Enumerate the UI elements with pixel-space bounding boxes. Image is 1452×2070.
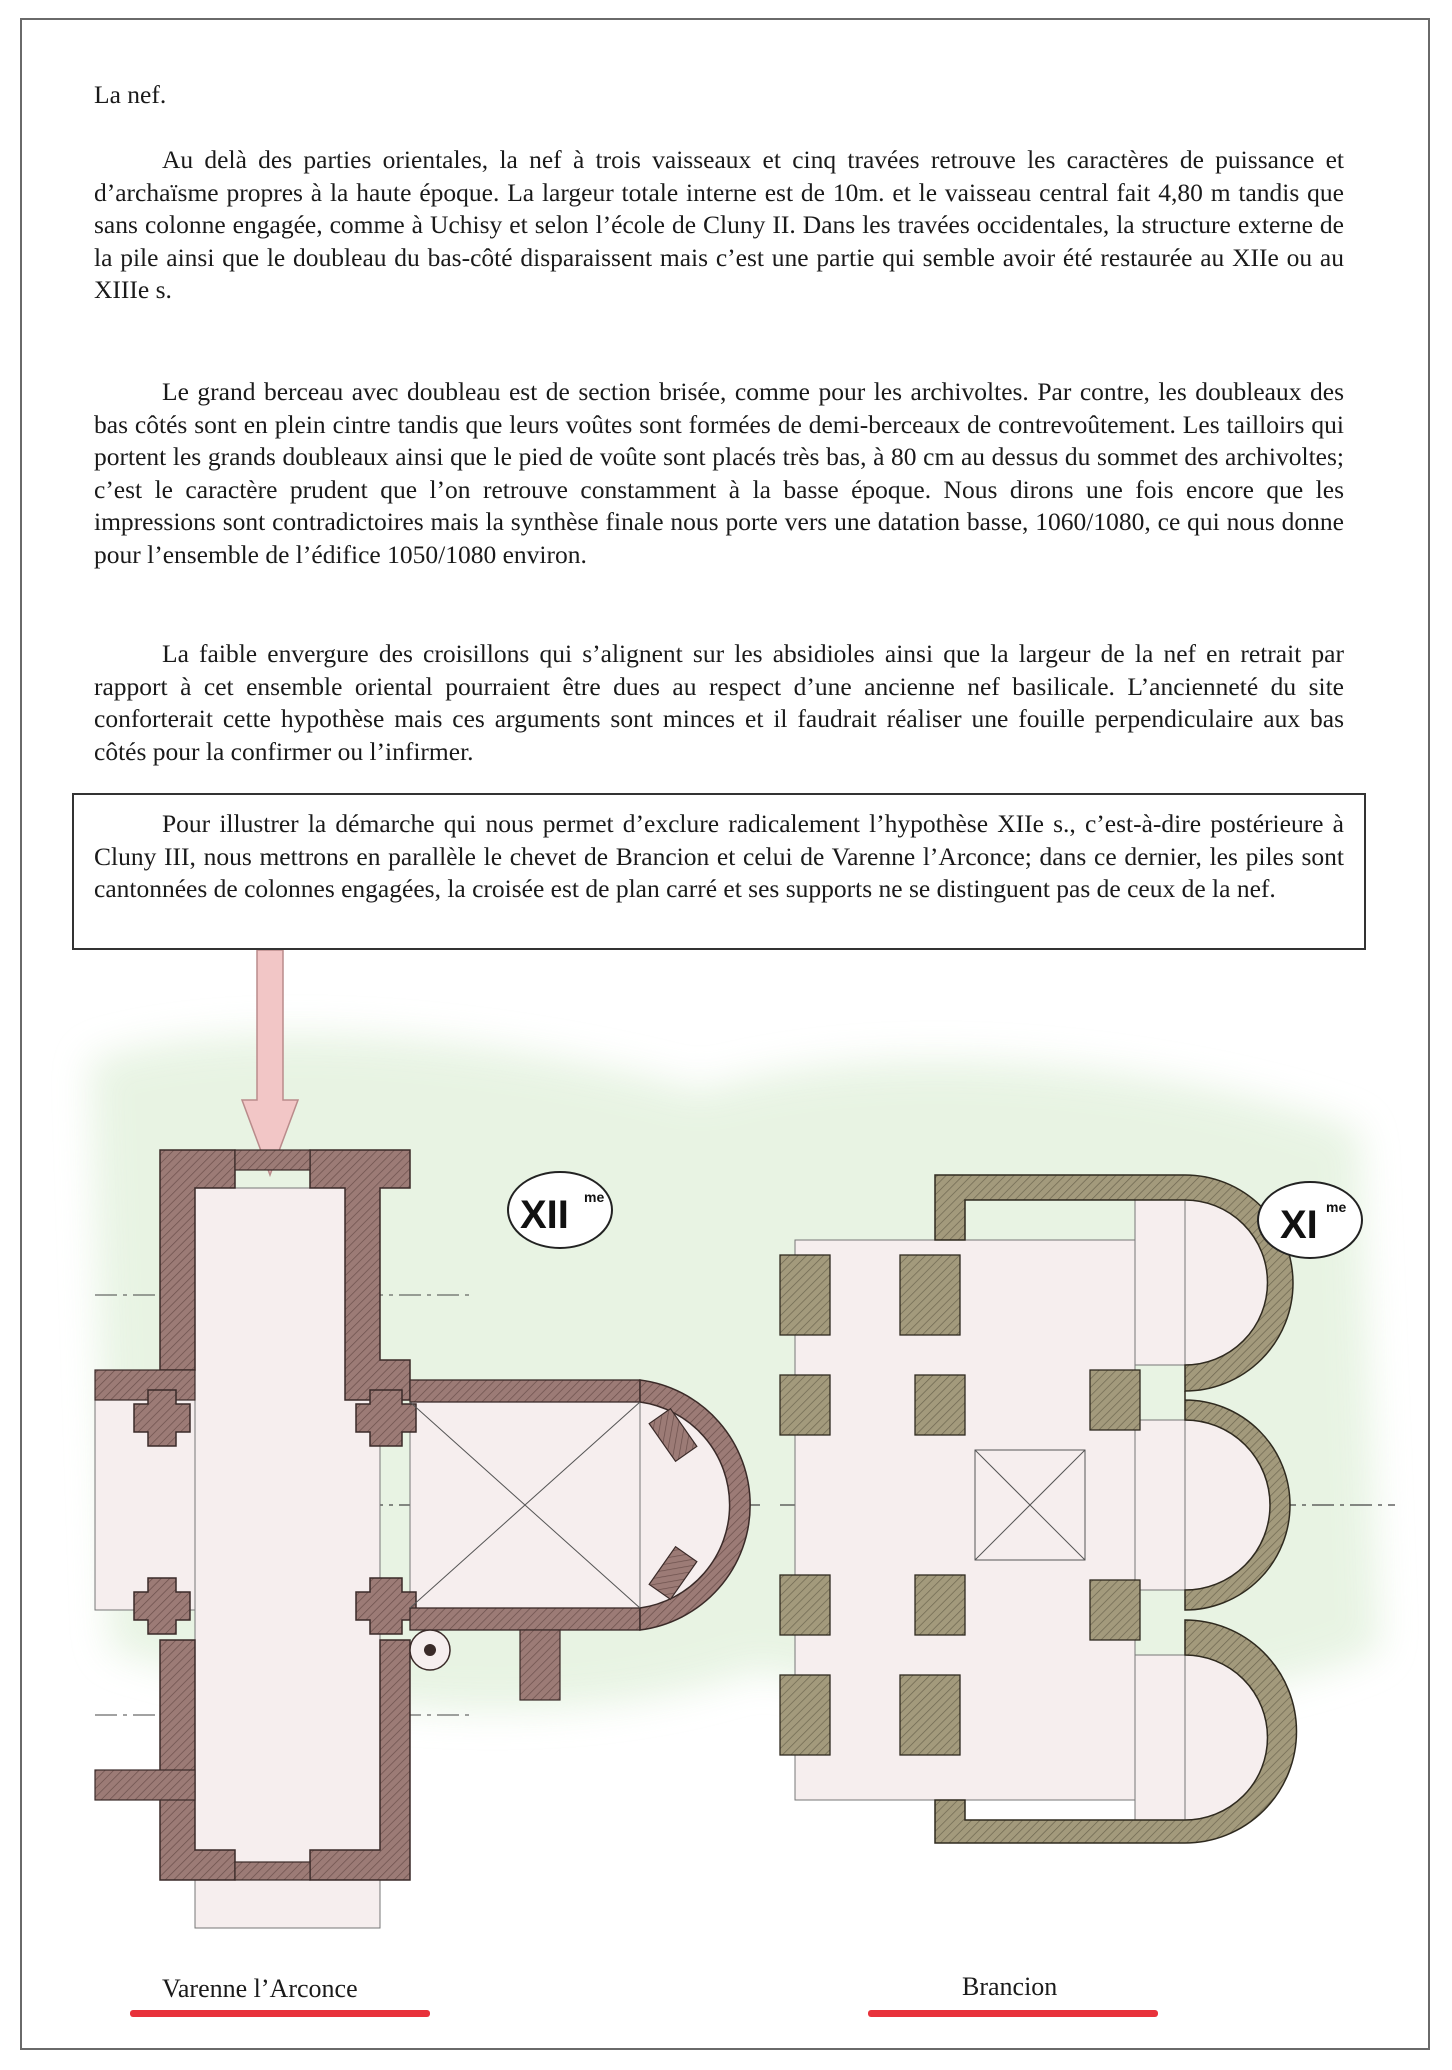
pointer-arrow [240, 950, 300, 1178]
floor-plans-figure: XII me XI me [90, 950, 1395, 1929]
left-badge-sup: me [584, 1189, 604, 1205]
boxed-paragraph-text: Pour illustrer la démarche qui nous perm… [94, 809, 1344, 904]
paragraph-2: Le grand berceau avec doubleau est de se… [94, 376, 1344, 572]
caption-varenne: Varenne l’Arconce [162, 1974, 358, 2003]
paragraph-2-text: Le grand berceau avec doubleau est de se… [94, 377, 1344, 569]
boxed-note [72, 793, 1366, 950]
right-badge-main: XI [1280, 1203, 1318, 1247]
section-heading: La nef. [94, 80, 167, 109]
paragraph-3: La faible envergure des croisillons qui … [94, 638, 1344, 768]
left-badge-main: XII [520, 1193, 569, 1237]
boxed-paragraph: Pour illustrer la démarche qui nous perm… [94, 808, 1344, 906]
plan-varenne: XII me [94, 1149, 760, 1929]
page-frame [20, 18, 1430, 2050]
paragraph-3-text: La faible envergure des croisillons qui … [94, 639, 1344, 766]
caption-brancion: Brancion [962, 1972, 1058, 2001]
caption-varenne-underline [130, 2010, 430, 2017]
right-badge-sup: me [1326, 1199, 1346, 1215]
paragraph-1-text: Au delà des parties orientales, la nef à… [94, 145, 1344, 305]
caption-brancion-underline [868, 2010, 1158, 2017]
plan-brancion: XI me [779, 1174, 1395, 1844]
paragraph-1: Au delà des parties orientales, la nef à… [94, 144, 1344, 307]
